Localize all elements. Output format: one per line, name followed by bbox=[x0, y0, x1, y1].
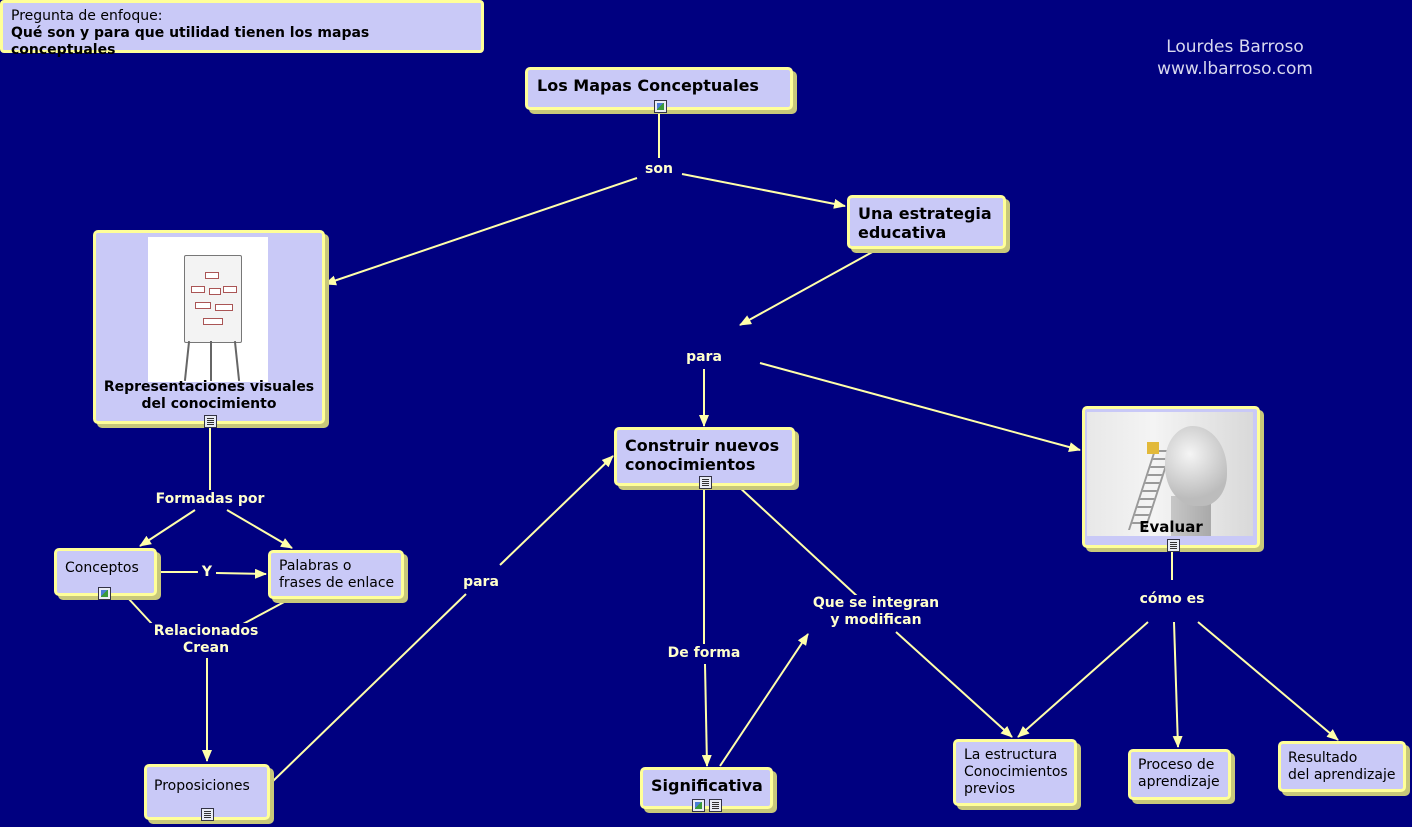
concept-mapas-conceptuales[interactable]: Los Mapas Conceptuales bbox=[525, 67, 793, 113]
link-que-se-integran[interactable]: Que se integran y modifican bbox=[808, 595, 944, 629]
concept-label: La estructura Conocimientos previos bbox=[964, 747, 1068, 797]
concept-estructura-previos[interactable]: La estructura Conocimientos previos bbox=[953, 739, 1077, 806]
line-son-estrategia bbox=[681, 173, 846, 209]
document-resource-icon[interactable] bbox=[201, 808, 214, 821]
line-para-evaluar bbox=[759, 362, 1081, 452]
concept-label: Construir nuevos conocimientos bbox=[625, 436, 780, 474]
concept-construir-conocimientos[interactable]: Construir nuevos conocimientos bbox=[614, 427, 795, 489]
line-formadas-conceptos bbox=[139, 509, 196, 547]
concept-label: Significativa bbox=[651, 776, 763, 795]
document-resource-icon[interactable] bbox=[699, 476, 712, 489]
author-watermark: Lourdes Barroso www.lbarroso.com bbox=[1130, 36, 1340, 80]
concept-label: Conceptos bbox=[65, 560, 139, 576]
concept-significativa[interactable]: Significativa bbox=[640, 767, 773, 812]
easel-image bbox=[148, 237, 268, 382]
line-palabras-relacionados bbox=[242, 600, 287, 625]
document-resource-icon[interactable] bbox=[204, 415, 217, 428]
link-de-forma[interactable]: De forma bbox=[663, 645, 745, 662]
concept-estrategia-educativa[interactable]: Una estrategia educativa bbox=[847, 195, 1006, 249]
concept-resultado-aprendizaje[interactable]: Resultado del aprendizaje bbox=[1278, 741, 1406, 792]
concept-label: Resultado del aprendizaje bbox=[1288, 750, 1396, 783]
flipchart-board bbox=[184, 255, 242, 343]
focus-question-box: Pregunta de enfoque: Qué son y para que … bbox=[0, 0, 484, 58]
link-para-left[interactable]: para bbox=[459, 574, 503, 591]
concept-palabras-enlace[interactable]: Palabras o frases de enlace bbox=[268, 550, 404, 599]
concept-label: Evaluar bbox=[1139, 518, 1203, 536]
concept-proposiciones[interactable]: Proposiciones bbox=[144, 764, 270, 821]
link-como-es[interactable]: cómo es bbox=[1135, 591, 1209, 608]
document-resource-icon[interactable] bbox=[1167, 539, 1180, 552]
line-y-palabras bbox=[215, 568, 267, 579]
head-ladder-image bbox=[1087, 412, 1253, 536]
image-resource-icon[interactable] bbox=[654, 100, 667, 113]
line-significativa-integran bbox=[719, 633, 809, 767]
image-resource-icon[interactable] bbox=[98, 587, 111, 600]
document-resource-icon[interactable] bbox=[709, 799, 722, 812]
focus-question-label: Pregunta de enfoque: bbox=[11, 8, 163, 24]
link-y[interactable]: Y bbox=[197, 564, 217, 581]
concept-label: Palabras o frases de enlace bbox=[279, 558, 395, 591]
image-resource-icon[interactable] bbox=[692, 799, 705, 812]
link-formadas-por[interactable]: Formadas por bbox=[151, 491, 269, 508]
link-son[interactable]: son bbox=[641, 161, 677, 178]
line-deforma-significativa bbox=[701, 663, 712, 767]
link-relacionados-crean[interactable]: Relacionados Crean bbox=[149, 623, 263, 657]
line-estrategia-para bbox=[739, 249, 877, 326]
author-site: www.lbarroso.com bbox=[1157, 59, 1313, 79]
line-son-representaciones bbox=[324, 177, 638, 286]
concept-label: Proposiciones bbox=[154, 778, 250, 794]
concept-representaciones-visuales[interactable]: Representaciones visuales del conocimien… bbox=[93, 230, 325, 428]
concept-label: Una estrategia educativa bbox=[858, 204, 992, 242]
line-integran-estructura bbox=[895, 631, 1013, 738]
line-proposiciones-para bbox=[271, 593, 467, 783]
concept-proceso-aprendizaje[interactable]: Proceso de aprendizaje bbox=[1128, 749, 1231, 800]
line-como-proceso bbox=[1172, 621, 1183, 748]
line-formadas-palabras bbox=[226, 509, 293, 549]
link-para-top[interactable]: para bbox=[682, 349, 726, 366]
line-construir-integran bbox=[737, 485, 859, 598]
author-name: Lourdes Barroso bbox=[1166, 37, 1304, 57]
line-para-construir-left bbox=[499, 455, 614, 566]
line-conceptos-relacionados bbox=[127, 597, 153, 625]
concept-conceptos[interactable]: Conceptos bbox=[54, 548, 157, 600]
line-como-estructura bbox=[1017, 621, 1149, 738]
concept-label: Proceso de aprendizaje bbox=[1138, 757, 1220, 790]
concept-label: Los Mapas Conceptuales bbox=[537, 76, 759, 95]
focus-question-text: Qué son y para que utilidad tienen los m… bbox=[11, 25, 370, 58]
concept-label: Representaciones visuales del conocimien… bbox=[103, 379, 315, 412]
concept-evaluar[interactable]: Evaluar bbox=[1082, 406, 1260, 552]
line-como-resultado bbox=[1197, 621, 1339, 741]
